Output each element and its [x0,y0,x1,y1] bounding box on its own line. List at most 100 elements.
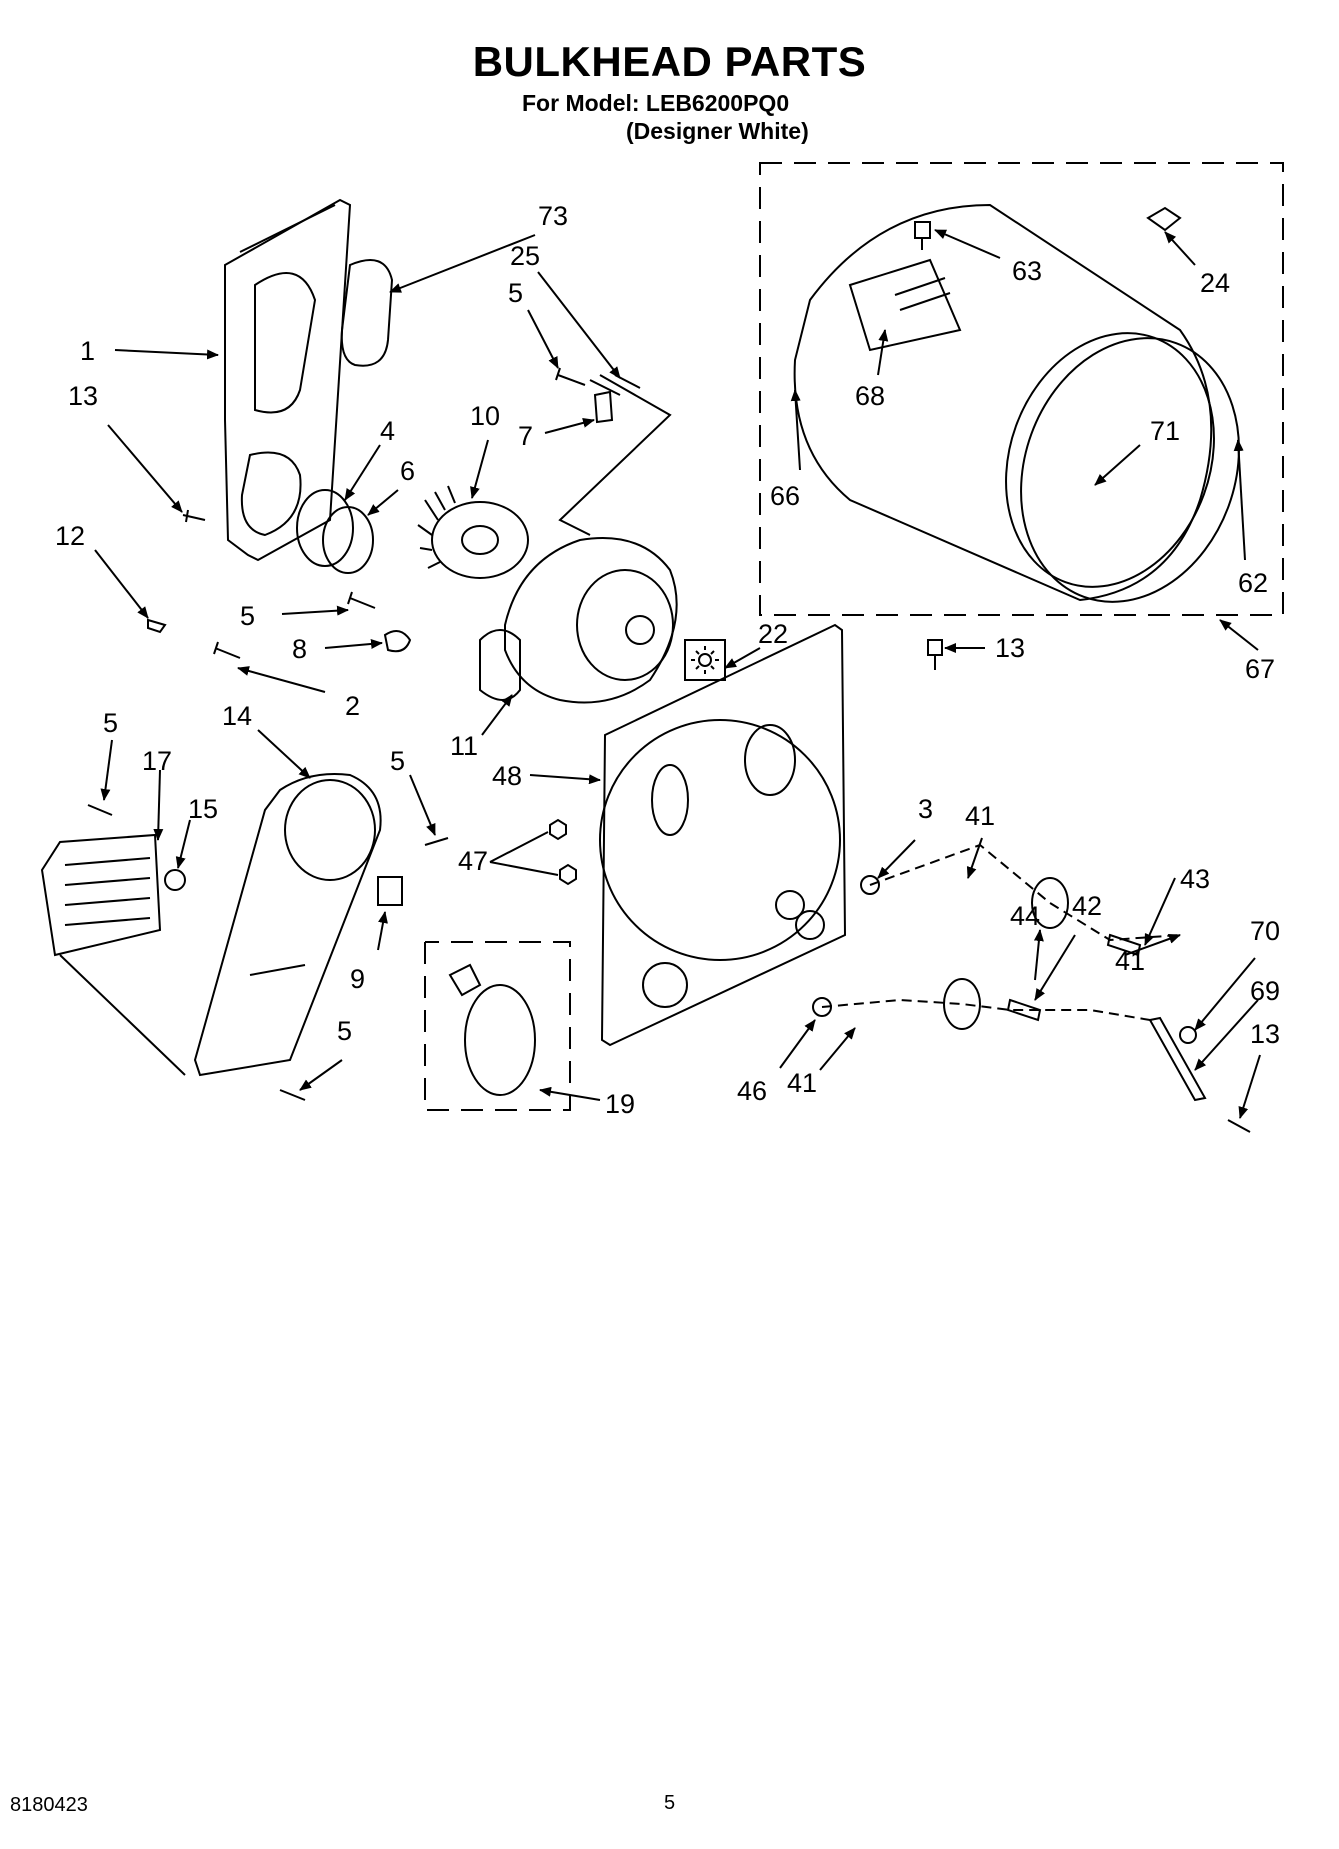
callout: 24 [1200,268,1230,298]
leader-4 [344,444,381,501]
callout: 13 [995,633,1025,663]
color-line: (Designer White) [626,118,809,144]
leader-15 [175,819,191,869]
wiring-route-2 [589,379,621,396]
callout: 15 [188,794,218,824]
screw-part-5e [424,837,449,846]
leader-73 [389,234,536,293]
callout: 41 [965,801,995,831]
drum-part-66 [793,203,1240,603]
drum-assembly-dashed-box [759,162,1284,616]
callout: 5 [337,1016,352,1046]
link-47 [489,831,559,876]
leader-46 [779,1019,816,1069]
shaft-part-42 [1006,998,1042,1022]
callout: 14 [222,701,252,731]
bearing-part-6 [322,506,374,574]
leader-70 [1194,957,1256,1031]
callout: 10 [470,401,500,431]
sensor-part-8 [383,630,412,653]
seal-part-4 [296,489,354,567]
callout: 69 [1250,976,1280,1006]
seal-part-73 [340,259,394,367]
leader-24 [1164,231,1196,266]
leader-8 [324,638,383,649]
leader-44 [1033,929,1044,981]
callout: 43 [1180,864,1210,894]
rear-panel [224,198,352,562]
leader-63 [934,229,1001,259]
washer-part-70 [1179,1026,1197,1044]
callout: 62 [1238,568,1268,598]
callout: 12 [55,521,85,551]
leader-67 [1219,619,1259,651]
blower-wheel-part-10 [417,485,529,579]
callout: 7 [518,421,533,451]
callout: 19 [605,1089,635,1119]
callout: 13 [1250,1019,1280,1049]
washer-part-3 [860,875,880,895]
page-title: BULKHEAD PARTS [472,38,867,85]
leader-62a [1233,439,1246,561]
screw-part-13c [1227,1119,1251,1133]
leader-1 [114,349,219,360]
callout: 22 [758,619,788,649]
leader-42 [1034,934,1076,1001]
callout: 70 [1250,916,1280,946]
leader-41c [819,1027,856,1071]
warning-label-part-22 [684,639,726,681]
callout: 2 [345,691,360,721]
screw-part-63 [914,221,931,250]
callout: 48 [492,761,522,791]
leader-69 [1194,999,1259,1071]
callout: 17 [142,746,172,776]
leader-41a [966,837,983,879]
leader-13a [107,424,183,513]
roller-part-44b [943,978,981,1030]
leader-5f [299,1059,343,1091]
callout: 5 [390,746,405,776]
screw-part-5a [347,591,376,609]
harness-kit-part-19 [424,941,571,1111]
leader-12 [94,549,149,619]
screw-part-5b [555,367,586,386]
leader-48 [529,774,601,785]
leader-71 [1094,444,1141,486]
leader-43 [1144,877,1176,946]
shaft-part-43 [1106,933,1142,957]
callout: 71 [1150,416,1180,446]
callout: 4 [380,416,395,446]
model-line: For Model: LEB6200PQ0 [522,90,790,116]
nut-part-47a [549,818,567,841]
switch-part-9 [377,876,403,906]
link-heater [59,954,186,1076]
wiring-route [558,374,672,536]
callout: 9 [350,964,365,994]
callout: 5 [508,278,523,308]
callout: 1 [80,336,95,366]
arm-part-69 [1148,1016,1207,1102]
callout: 3 [918,794,933,824]
leader-7 [544,417,595,434]
leader-10 [470,439,489,499]
leader-5d [100,739,113,801]
callout: 5 [240,601,255,631]
callout: 41 [1115,946,1145,976]
callout: 68 [855,381,885,411]
callout: 5 [103,708,118,738]
leader-19 [539,1086,601,1101]
bulkhead-part-48 [599,623,847,1047]
page-number: 5 [664,1792,676,1814]
duct-part-14 [193,773,382,1077]
leader-2 [237,666,326,693]
screw-part-13a [182,509,206,523]
dashed-link-rollers-2 [821,998,1151,1021]
screw-part-13b [927,639,943,670]
callout: 13 [68,381,98,411]
leader-14 [257,729,311,779]
callout: 44 [1010,901,1040,931]
heater-part-17 [40,833,162,957]
callout: 67 [1245,654,1275,684]
leader-22 [724,647,761,669]
callout: 42 [1072,891,1102,921]
